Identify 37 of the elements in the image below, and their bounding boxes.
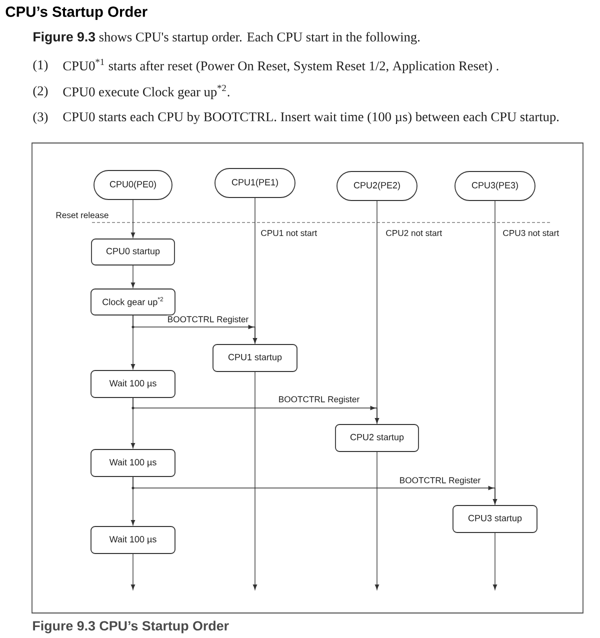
arrow xyxy=(374,200,380,424)
process-box: CPU3 startup xyxy=(452,505,538,533)
arrow xyxy=(492,532,498,590)
process-box: CPU1 startup xyxy=(212,344,298,372)
line-label: Reset release xyxy=(56,212,108,218)
arrow xyxy=(130,553,136,590)
lane-note: CPU2 not start xyxy=(386,230,442,236)
list-item: CPU0 execute Clock gear up$^{*2}$. xyxy=(63,84,230,100)
process-box: Clock gear up$^{*2}$ xyxy=(90,288,176,316)
edge-label: BOOTCTRL Register xyxy=(398,476,482,486)
list-item: CPU0$^{*1}$ starts after reset (Power On Reset, System Reset 1/2, Application Reset) . xyxy=(63,58,498,74)
arrow xyxy=(374,451,380,590)
arrow xyxy=(130,264,136,288)
lane-note: CPU3 not start xyxy=(503,230,559,236)
process-box: Wait 100 µs xyxy=(90,370,176,398)
process-box: Wait 100 µs xyxy=(90,526,176,554)
list-number: (1) xyxy=(33,60,48,72)
list-number: (3) xyxy=(33,112,48,124)
title: CPU’s Startup Order xyxy=(6,6,148,20)
list-number: (2) xyxy=(33,86,48,98)
lane-header: CPU3(PE3) xyxy=(454,171,536,201)
caption: Figure 9.3 CPU’s Startup Order xyxy=(33,620,229,634)
arrow xyxy=(252,197,258,344)
list-item: CPU0 starts each CPU by BOOTCTRL. Insert wait time (100 µs) between each CPU startup. xyxy=(63,112,559,124)
paragraph: Figure 9.3 shows CPU's startup order. Each CPU start in the following. xyxy=(34,32,420,44)
arrow xyxy=(252,371,258,590)
lane-header: CPU0(PE0) xyxy=(94,170,172,200)
process-box: Wait 100 µs xyxy=(90,449,176,477)
lane-header: CPU2(PE2) xyxy=(336,171,418,201)
arrow xyxy=(130,199,136,238)
process-box: CPU2 startup xyxy=(335,424,419,452)
process-box: CPU0 startup xyxy=(91,238,175,266)
arrow xyxy=(492,200,498,504)
lane-note: CPU1 not start xyxy=(261,230,318,236)
lane-header: CPU1(PE1) xyxy=(214,168,296,198)
edge-label: BOOTCTRL Register xyxy=(278,395,360,405)
edge-label: BOOTCTRL Register xyxy=(166,315,250,325)
